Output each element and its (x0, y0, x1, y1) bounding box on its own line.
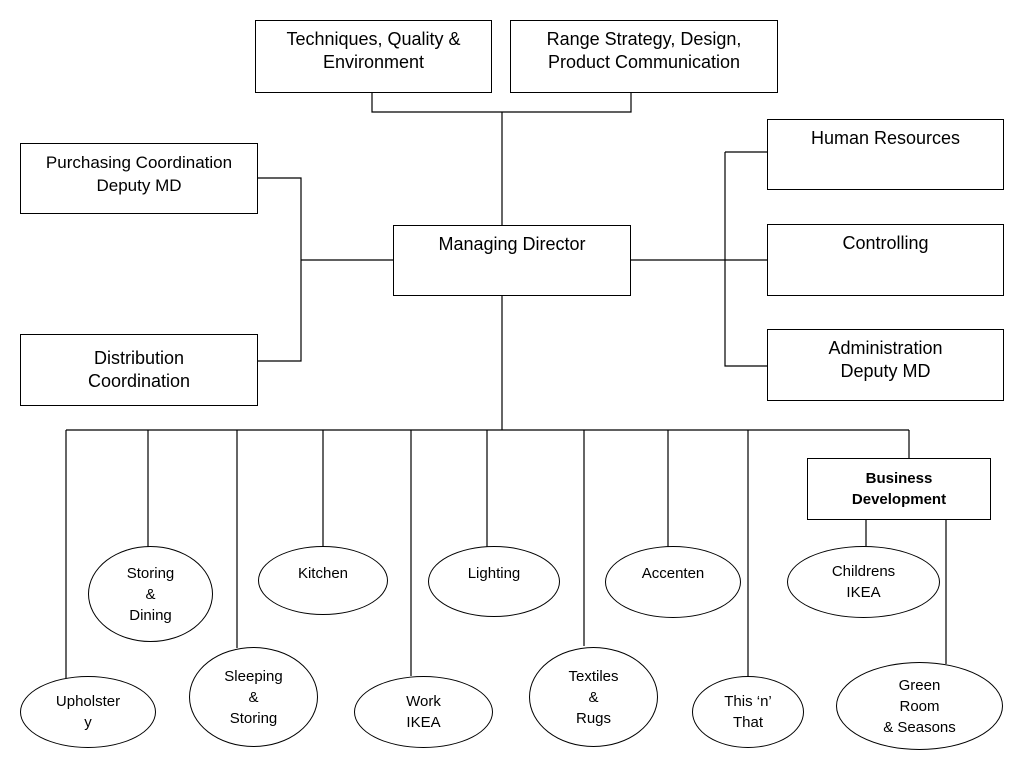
label-line: Storing (229, 709, 278, 727)
label-line: Deputy MD (96, 176, 182, 195)
label-line: Upholster (55, 693, 121, 710)
managing-director-label: Managing Director (438, 234, 586, 254)
connector-top (371, 92, 632, 225)
label-line: Green (898, 676, 941, 694)
label-line: Storing (126, 564, 175, 582)
label-line: Textiles (568, 667, 619, 685)
unit-upholstery: Upholster y (20, 676, 156, 748)
label-line: & (588, 688, 599, 706)
label-line: Dining (129, 606, 172, 624)
label-line: Distribution (93, 348, 185, 368)
label-line: Techniques, Quality & (286, 29, 461, 49)
label-line: Work (406, 693, 441, 710)
box-distribution-coordination: Distribution Coordination (20, 334, 258, 406)
human-resources-label: Human Resources (810, 128, 961, 148)
unit-childrens-ikea: Childrens IKEA (787, 546, 940, 618)
unit-this-n-that: This ‘n’ That (692, 676, 804, 748)
label-line: Purchasing Coordination (45, 153, 233, 172)
label-line: & (248, 688, 259, 706)
unit-storing-dining: Storing & Dining (88, 546, 213, 642)
connector-drops (65, 430, 910, 680)
unit-accenten: Accenten (605, 546, 741, 618)
label-line: & (145, 585, 156, 603)
kitchen-label: Kitchen (297, 565, 349, 582)
label-line: Coordination (87, 371, 191, 391)
label-line: Environment (322, 52, 425, 72)
label-line: Development (851, 491, 947, 508)
label-line: This ‘n’ (724, 693, 772, 710)
label-line: Administration (828, 338, 943, 358)
box-administration: Administration Deputy MD (767, 329, 1004, 401)
label-line: Range Strategy, Design, (546, 29, 742, 49)
label-line: Rugs (575, 709, 612, 727)
unit-green-room-seasons: Green Room & Seasons (836, 662, 1003, 750)
lighting-label: Lighting (467, 565, 521, 582)
label-line: IKEA (406, 714, 441, 731)
label-line: Sleeping (224, 667, 283, 685)
box-controlling: Controlling (767, 224, 1004, 296)
label-line: Product Communication (547, 52, 741, 72)
label-line: Room (899, 697, 940, 715)
label-line: Deputy MD (840, 361, 931, 381)
unit-sleeping-storing: Sleeping & Storing (189, 647, 318, 747)
label-line: Business (865, 470, 933, 487)
accenten-label: Accenten (641, 565, 705, 582)
box-managing-director: Managing Director (393, 225, 631, 296)
label-line: Childrens (831, 563, 896, 580)
unit-lighting: Lighting (428, 546, 560, 617)
label-line: y (84, 714, 92, 731)
connector-left (258, 177, 393, 362)
unit-work-ikea: Work IKEA (354, 676, 493, 748)
box-business-development: Business Development (807, 458, 991, 520)
label-line: IKEA (846, 584, 881, 601)
label-line: That (732, 714, 763, 731)
box-human-resources: Human Resources (767, 119, 1004, 190)
controlling-label: Controlling (842, 233, 929, 253)
box-purchasing-coordination: Purchasing Coordination Deputy MD (20, 143, 258, 214)
connector-business (865, 519, 947, 664)
box-techniques-quality-environment: Techniques, Quality & Environment (255, 20, 492, 93)
unit-textiles-rugs: Textiles & Rugs (529, 647, 658, 747)
connector-right (630, 151, 767, 367)
unit-kitchen: Kitchen (258, 546, 388, 615)
box-range-strategy-design: Range Strategy, Design, Product Communic… (510, 20, 778, 93)
label-line: & Seasons (883, 718, 956, 736)
